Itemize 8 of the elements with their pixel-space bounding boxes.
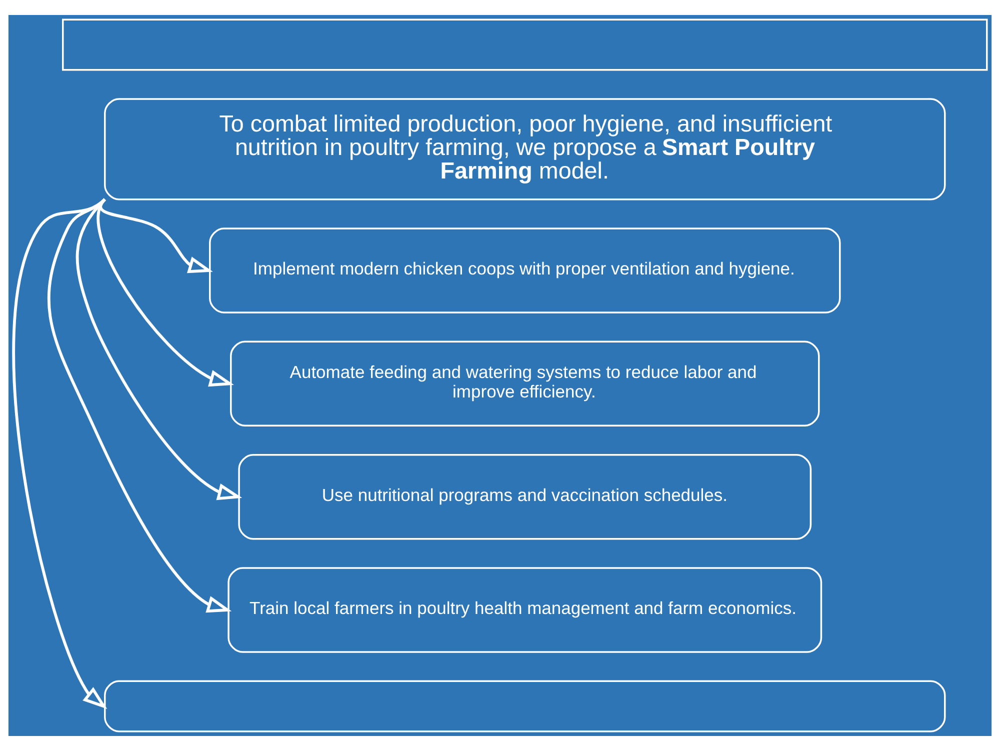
node-box (104, 680, 946, 732)
node-box: Automate feeding and watering systems to reduce labor and improve efficiency. (230, 340, 820, 426)
node-box: Train local farmers in poultry health management and farm economics. (228, 566, 822, 652)
node-box: Use nutritional programs and vaccination schedules. (238, 453, 812, 540)
node-box: Implement modern chicken coops with proper ventilation and hygiene. (209, 227, 841, 313)
arrow (12, 198, 108, 708)
node-box: To combat limited production, poor hygiene, and insufficient nutrition in poultry farming, we propose a Smart Poultry Farming model. (104, 98, 946, 200)
node-box (62, 18, 988, 70)
